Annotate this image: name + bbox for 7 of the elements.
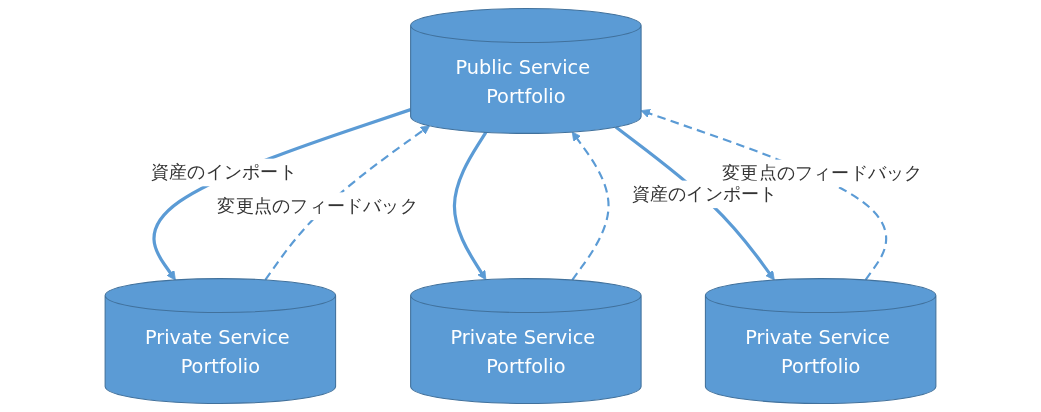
arrow	[452, 131, 488, 281]
edge-label: 変更点のフィードバック	[722, 161, 923, 183]
arrow	[264, 125, 431, 281]
edge-label: 資産のインポート	[151, 160, 297, 183]
edge-label: 資産のインポート	[631, 182, 778, 205]
edge-label: 変更点のフィードバック	[217, 194, 418, 216]
arrow	[571, 131, 610, 281]
